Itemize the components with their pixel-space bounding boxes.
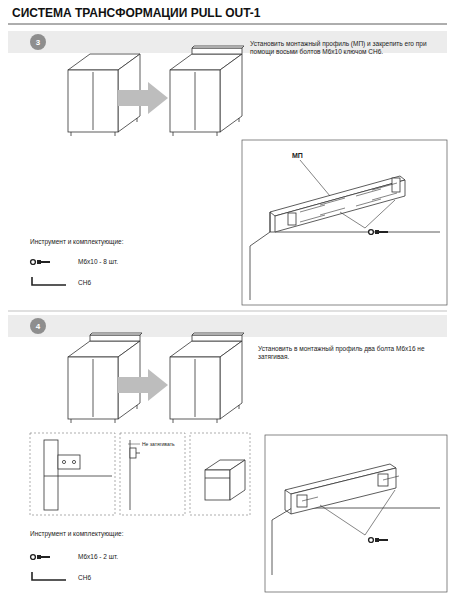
tools-heading: Инструмент и комплектующие: bbox=[30, 238, 230, 246]
tools-heading: Инструмент и комплектующие: bbox=[30, 530, 230, 538]
instruction-text: Установить в монтажный профиль два болта… bbox=[258, 345, 443, 362]
note-label: Не затягивать bbox=[142, 441, 182, 448]
part-quantity: М6х16 - 2 шт. bbox=[78, 553, 228, 561]
step-number-text: 3 bbox=[36, 38, 40, 47]
step-number: 4 bbox=[30, 318, 46, 334]
tool-name: СН6 bbox=[78, 279, 228, 287]
instruction-text: Установить монтажный профиль (МП) и закр… bbox=[250, 40, 442, 57]
part-label: МП bbox=[292, 151, 303, 160]
tool-name: СН6 bbox=[78, 574, 228, 582]
step-number: 3 bbox=[30, 34, 46, 50]
page-title: СИСТЕМА ТРАНСФОРМАЦИИ PULL OUT-1 bbox=[12, 6, 260, 22]
part-quantity: М6х10 - 8 шт. bbox=[78, 258, 228, 266]
step-number-text: 4 bbox=[36, 322, 40, 331]
